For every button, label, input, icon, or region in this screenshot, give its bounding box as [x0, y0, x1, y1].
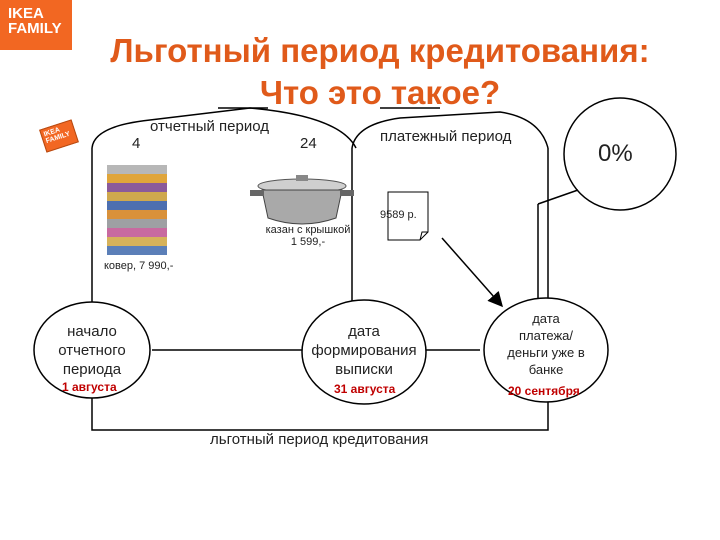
- payment-period-brace: [351, 111, 549, 149]
- title-line-1: Льготный период кредитования:: [110, 32, 650, 69]
- zero-percent-circle: [563, 97, 677, 211]
- milestone-2: дата формирования выписки: [311, 323, 417, 378]
- milestone-ellipse-3: [483, 297, 609, 403]
- carpet-image: [107, 165, 167, 255]
- pot-image: [250, 175, 354, 225]
- pot-caption: казан с крышкой 1 599,-: [258, 224, 358, 248]
- milestone-3: дата платежа/ деньги уже в банке: [507, 311, 585, 377]
- grace-period-label: льготный период кредитования: [210, 431, 429, 448]
- milestone-ellipse-2: [301, 299, 427, 405]
- logo-line-2: FAMILY: [8, 20, 62, 37]
- ikea-family-logo: IKEA FAMILY: [0, 0, 72, 50]
- pot-price: 1 599,-: [290, 236, 326, 248]
- page-title: Льготный период кредитования: Что это та…: [70, 30, 690, 114]
- reporting-period-label: отчетный период: [150, 118, 269, 135]
- logo-line-1: IKEA: [8, 5, 44, 22]
- milestone-3-date: 20 сентября: [508, 384, 580, 398]
- pot-name: казан с крышкой: [265, 224, 351, 236]
- statement-arrow: [441, 237, 503, 308]
- carpet-caption: ковер, 7 990,-: [104, 260, 174, 272]
- title-line-2: Что это такое?: [259, 74, 501, 111]
- day-end-label: 24: [300, 135, 317, 152]
- day-start-label: 4: [132, 135, 141, 152]
- milestone-2-date: 31 августа: [334, 382, 396, 396]
- zero-percent-label: 0%: [598, 140, 633, 167]
- milestone-1: начало отчетного периода: [58, 323, 126, 378]
- grace-period-bracket: [91, 398, 549, 431]
- statement-amount: 9589 р.: [380, 209, 417, 221]
- milestone-ellipse-1: [33, 301, 151, 399]
- milestone-1-date: 1 августа: [62, 380, 117, 394]
- statement-document: [387, 191, 429, 241]
- payment-period-label: платежный период: [380, 128, 512, 145]
